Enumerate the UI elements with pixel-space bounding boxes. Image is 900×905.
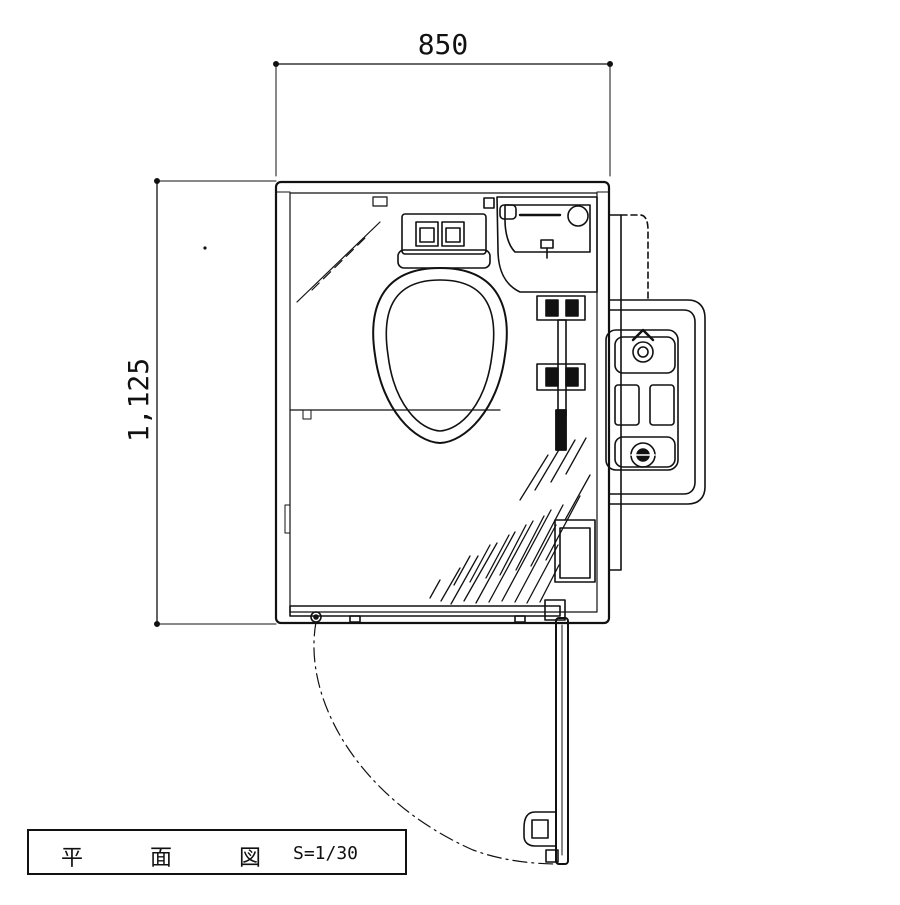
depth-dimension-label: 1,125: [122, 358, 155, 442]
mirror-hatch: [296, 196, 388, 303]
toilet-bowl: [372, 213, 508, 444]
depth-dimension-line: [154, 178, 277, 627]
drawing-scale: S=1/30: [293, 843, 359, 864]
handwash-button-icon: [631, 328, 655, 363]
paper-holder: [554, 519, 596, 583]
title-block: 平 面 図 S=1/30: [27, 829, 407, 875]
floor-slip-hatch: [429, 437, 591, 605]
drawing-title: 平 面 図: [61, 846, 291, 871]
lock-dial-icon: [630, 442, 656, 468]
booth-outer-wall: [274, 180, 611, 625]
outer-handrail: [608, 214, 706, 571]
door-swing-arc: [313, 621, 561, 865]
width-dimension-line: [272, 60, 613, 177]
door-panel: [523, 617, 569, 865]
width-dimension-label: 850: [418, 28, 469, 61]
vertical-grab-bar: [536, 295, 586, 451]
door-track: [289, 599, 566, 623]
corner-sink: [483, 196, 598, 293]
